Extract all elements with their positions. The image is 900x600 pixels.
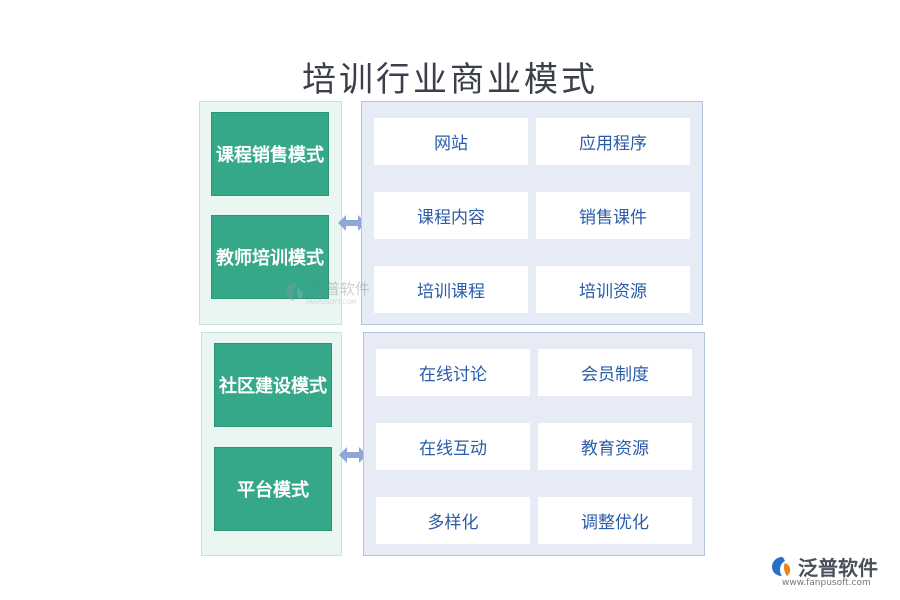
item-diversification: 多样化 xyxy=(376,497,530,544)
item-sales-courseware: 销售课件 xyxy=(536,192,690,239)
mode-box-course-sales: 课程销售模式 xyxy=(211,112,329,196)
group2-item-panel: 在线讨论 会员制度 在线互动 教育资源 多样化 调整优化 xyxy=(363,332,705,556)
group1-item-panel: 网站 应用程序 课程内容 销售课件 培训课程 培训资源 xyxy=(361,101,703,325)
item-website: 网站 xyxy=(374,118,528,165)
item-online-interaction: 在线互动 xyxy=(376,423,530,470)
watermark-logo-icon xyxy=(286,283,303,301)
item-adjust-optimize: 调整优化 xyxy=(538,497,692,544)
item-education-resources: 教育资源 xyxy=(538,423,692,470)
watermark: 泛普软件 FANPUSOFT.COM xyxy=(284,278,370,306)
mode-box-teacher-training: 教师培训模式 xyxy=(211,215,329,299)
item-online-discussion: 在线讨论 xyxy=(376,349,530,396)
mode-box-platform: 平台模式 xyxy=(214,447,332,531)
group2-mode-panel: 社区建设模式 平台模式 xyxy=(201,332,342,556)
brand-logo-name: 泛普软件 xyxy=(798,556,878,580)
brand-logo: 泛普软件 www.fanpusoft.com xyxy=(770,552,878,588)
watermark-name: 泛普软件 xyxy=(310,280,371,298)
item-training-courses: 培训课程 xyxy=(374,266,528,313)
mode-box-community-building: 社区建设模式 xyxy=(214,343,332,427)
double-arrow-icon xyxy=(338,215,366,231)
item-membership: 会员制度 xyxy=(538,349,692,396)
watermark-sub: FANPUSOFT.COM xyxy=(306,299,357,306)
item-course-content: 课程内容 xyxy=(374,192,528,239)
brand-logo-url: www.fanpusoft.com xyxy=(782,578,871,588)
group1-mode-panel: 课程销售模式 教师培训模式 xyxy=(199,101,342,325)
item-application: 应用程序 xyxy=(536,118,690,165)
item-training-resources: 培训资源 xyxy=(536,266,690,313)
double-arrow-icon xyxy=(339,447,367,463)
diagram-title: 培训行业商业模式 xyxy=(302,60,598,100)
brand-logo-icon xyxy=(772,556,791,576)
